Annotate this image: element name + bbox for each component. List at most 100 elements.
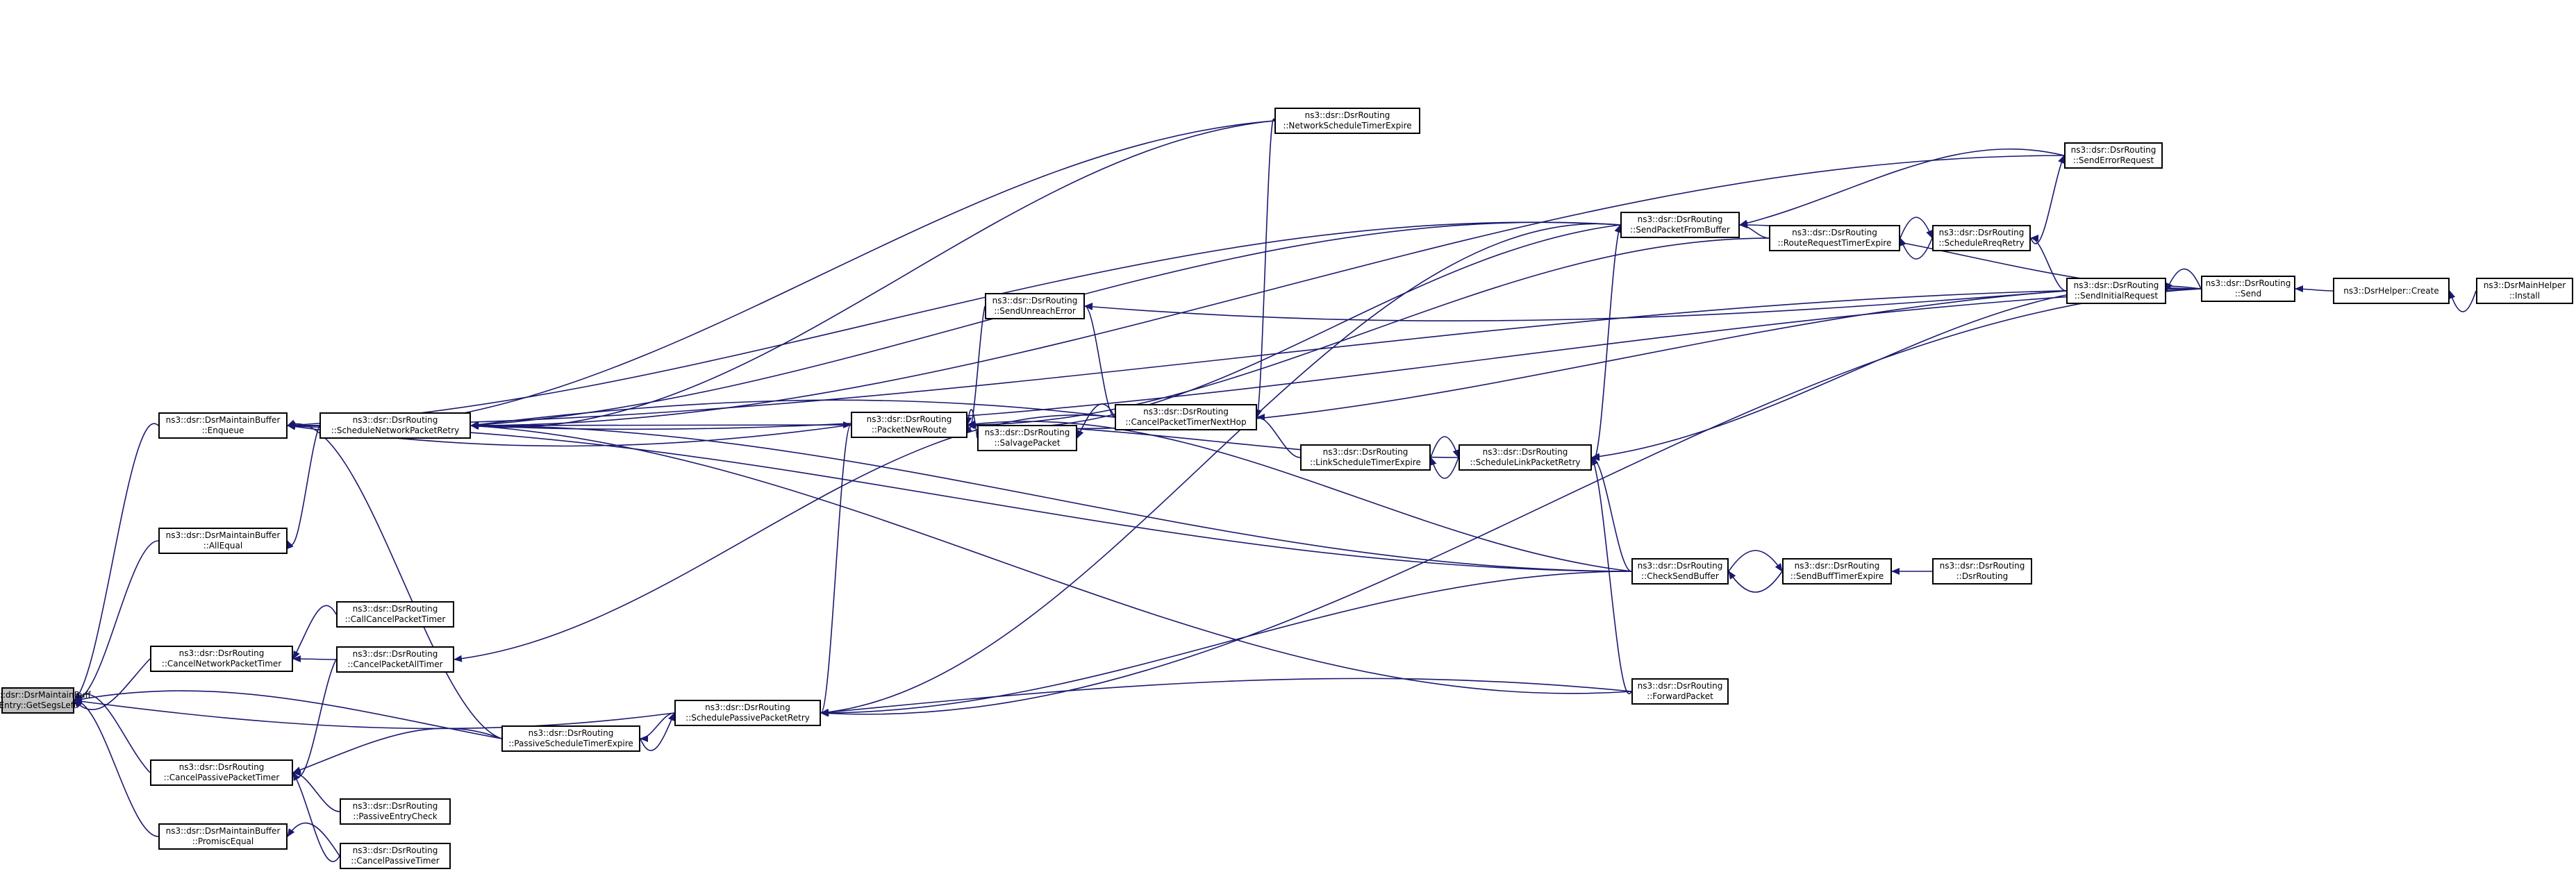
edge-sendfrombuffer-to-enqueue [287,221,1621,429]
node-routereqexpire[interactable]: ns3::dsr::DsrRouting::RouteRequestTimerE… [1769,225,1900,251]
node-cancelpassive[interactable]: ns3::dsr::DsrRouting::CancelPassivePacke… [150,759,293,786]
node-label-line1: ns3::dsr::DsrRouting [352,801,438,811]
node-checksend[interactable]: ns3::dsr::DsrRouting::CheckSendBuffer [1631,558,1729,585]
node-salvage[interactable]: ns3::dsr::DsrRouting::SalvagePacket [977,425,1077,451]
node-label-line2: ::CancelPassiveTimer [351,856,440,866]
edge-routereqexpire-to-sendfrombuffer [1739,221,1770,239]
node-cancelall[interactable]: ns3::dsr::DsrRouting::CancelPacketAllTim… [336,646,454,673]
node-label-line1: ns3::dsr::DsrRouting [352,846,438,855]
node-netschedexpire[interactable]: ns3::dsr::DsrRouting::NetworkScheduleTim… [1274,108,1420,134]
edge-netschedexpire-to-schednetretry [470,120,1275,430]
node-label-line2: ::SendBuffTimerExpire [1790,571,1884,581]
node-label-line2: ::CancelPacketAllTimer [347,659,443,669]
node-label-line2: ::SalvagePacket [994,438,1061,448]
node-sendunreach[interactable]: ns3::dsr::DsrRouting::SendUnreachError [985,293,1085,319]
edge-passiveexpire-to-cancelpassive [292,728,502,773]
edge-salvage-to-packetnewroute [965,409,978,439]
node-passiveentry[interactable]: ns3::dsr::DsrRouting::PassiveEntryCheck [340,798,451,825]
node-dsrrouting[interactable]: ns3::dsr::DsrRouting::DsrRouting [1932,558,2032,585]
node-label-line1: ns3::dsr::DsrRouting [1637,215,1723,224]
edge-cancelnexthop-to-cancelall [454,414,1115,662]
node-send[interactable]: ns3::dsr::DsrRouting::Send [2201,276,2295,302]
node-sendfrombuffer[interactable]: ns3::dsr::DsrRouting::SendPacketFromBuff… [1620,212,1740,238]
node-callcancel[interactable]: ns3::dsr::DsrRouting::CallCancelPacketTi… [336,601,454,628]
node-label-line1: ns3::dsr::DsrRouting [1939,561,2025,571]
edge-callcancel-to-cancelnetwork [292,605,337,659]
node-label-line1: ns3::dsr::DsrMaintainBuffer [165,826,281,836]
node-enqueue[interactable]: ns3::dsr::DsrMaintainBuffer::Enqueue [158,412,288,439]
node-label-line1: ns3::dsr::DsrRouting [1637,681,1723,691]
node-label-line2: ::SendPacketFromBuffer [1630,225,1730,235]
edge-checksend-to-schednetretry [470,422,1632,572]
edge-forward-to-schednetretry [470,422,1632,694]
node-schedpassive[interactable]: ns3::dsr::DsrRouting::SchedulePassivePac… [674,700,821,726]
node-passiveexpire[interactable]: ns3::dsr::DsrRouting::PassiveScheduleTim… [501,725,640,752]
node-senderror[interactable]: ns3::dsr::DsrRouting::SendErrorRequest [2064,142,2163,169]
node-sendinitial[interactable]: ns3::dsr::DsrRouting::SendInitialRequest [2066,278,2166,304]
node-label-line2: ::SchedulePassivePacketRetry [685,713,810,723]
node-packetnewroute[interactable]: ns3::dsr::DsrRouting::PacketNewRoute [851,412,967,438]
edge-routereqexpire-to-schedrreq [1900,217,1933,239]
node-label-line2: ::SendInitialRequest [2074,291,2159,301]
node-label-line1: ns3::dsr::DsrRouting [1143,407,1229,417]
node-cancelnetwork[interactable]: ns3::dsr::DsrRouting::CancelNetworkPacke… [150,646,293,672]
node-label-line1: ns3::DsrMainHelper [2483,280,2566,290]
node-label-line2: ::RouteRequestTimerExpire [1777,238,1892,248]
node-label-line2: ::Send [2234,289,2262,299]
node-allequal[interactable]: ns3::dsr::DsrMaintainBuffer::AllEqual [158,528,288,554]
edge-sendfrombuffer-to-schedpassive [820,223,1621,716]
node-label-line1: ns3::dsr::DsrRouting [352,604,438,614]
node-label-line2: ::ScheduleRreqRetry [1938,238,2025,248]
node-label-line2: ::ForwardPacket [1647,691,1713,701]
node-label-line2: ::CancelPassivePacketTimer [163,773,280,782]
edge-forward-to-schedpassive [820,678,1632,716]
node-label-line1: ns3::dsr::DsrRouting [705,703,790,712]
edge-routereqexpire-to-packetnewroute [967,237,1770,428]
edge-send-to-enqueue [287,288,2202,429]
node-label-line2: ::ScheduleNetworkPacketRetry [331,426,460,435]
node-label-line2: ::CancelPacketTimerNextHop [1125,417,1247,427]
node-label-line1: ns3::dsr::DsrRouting [1938,228,2025,237]
node-label-line2: ::SendUnreachError [994,306,1076,316]
node-label-line2: ::CancelNetworkPacketTimer [161,659,282,669]
node-schedlink[interactable]: ns3::dsr::DsrRouting::ScheduleLinkPacket… [1459,444,1592,471]
node-label-line1: ns3::dsr::DsrRouting [2073,280,2159,290]
node-label-line1: ns3::dsr::DsrRouting [352,649,438,659]
node-promiscequal[interactable]: ns3::dsr::DsrMaintainBuffer::PromiscEqua… [158,823,288,850]
edge-cancelall-to-cancelpassive [292,659,337,782]
edge-schedpassive-to-packetnewroute [820,421,851,714]
node-schedrreq[interactable]: ns3::dsr::DsrRouting::ScheduleRreqRetry [1932,225,2031,251]
edge-send-to-schednetretry [470,288,2202,430]
node-label-line2: ::PacketNewRoute [871,425,947,435]
node-label-line2: ::LinkScheduleTimerExpire [1310,457,1421,467]
node-label-line1: ns3::dsr::DsrRouting [1322,447,1409,457]
node-label-line1: ns3::dsr::DsrMaintainBuffer [165,415,281,425]
node-create[interactable]: ns3::DsrHelper::Create [2333,278,2450,304]
node-cancelnexthop[interactable]: ns3::dsr::DsrRouting::CancelPacketTimerN… [1115,404,1257,430]
node-label-line1: ns3::dsr::DsrRouting [178,648,265,658]
edge-install-to-create [2448,290,2477,312]
node-label-line2: ::ScheduleLinkPacketRetry [1470,457,1581,467]
node-label-line2: ::Install [2509,291,2541,301]
edge-schedrreq-to-senderror [2030,155,2065,244]
node-forward[interactable]: ns3::dsr::DsrRouting::ForwardPacket [1631,678,1729,705]
edge-packetnewroute-to-schednetretry [470,421,851,429]
node-label-line1: ns3::dsr::DsrRouting [2205,278,2291,288]
node-label-line1: ns3::dsr::DsrRouting [1637,561,1723,571]
node-label-line1: ns3::dsr::DsrMaintainBuffer [165,530,281,540]
edge-sendinitial-to-schedrreq [2030,235,2067,292]
edge-forward-to-schedlink [1591,457,1632,695]
node-label-line1: ns3::dsr::DsrRouting [866,414,952,424]
node-label-line1: ns3::dsr::DsrRouting [2070,145,2157,155]
node-cancelpassivetimer[interactable]: ns3::dsr::DsrRouting::CancelPassiveTimer [340,843,451,869]
edge-schedlink-to-linkschedexpire [1429,457,1459,479]
edge-passiveexpire-to-schedpassive [640,712,675,751]
edge-passiveexpire-to-enqueue [287,419,502,739]
node-linkschedexpire[interactable]: ns3::dsr::DsrRouting::LinkScheduleTimerE… [1300,444,1431,471]
node-schednetretry[interactable]: ns3::dsr::DsrRouting::ScheduleNetworkPac… [319,412,471,439]
node-sendbufexpire[interactable]: ns3::dsr::DsrRouting::SendBuffTimerExpir… [1782,558,1892,585]
node-install[interactable]: ns3::DsrMainHelper::Install [2476,278,2573,304]
edge-cancelnetwork-to-getsegsleft [74,658,151,710]
edge-cancelpassivetimer-to-cancelpassive [292,772,340,862]
edge-checksend-to-schedpassive [820,571,1632,716]
